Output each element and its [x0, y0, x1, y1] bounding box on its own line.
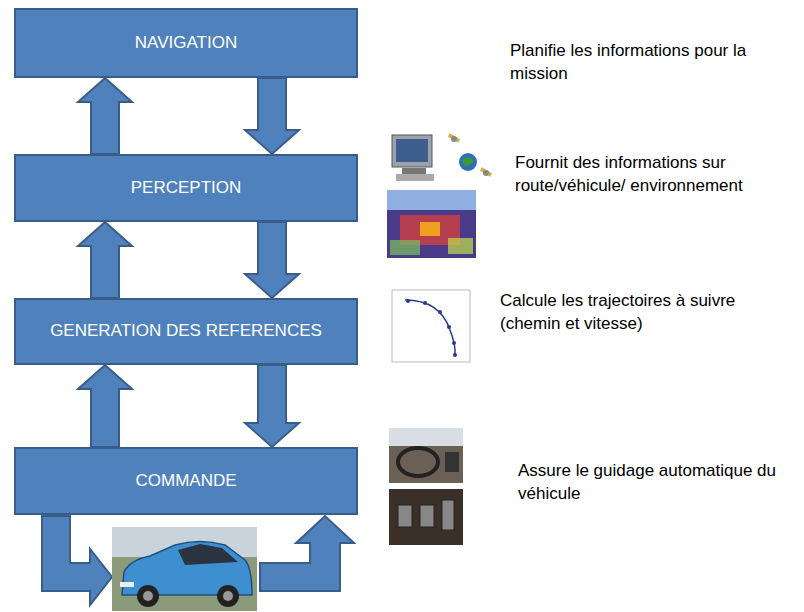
box-label: NAVIGATION: [127, 29, 245, 57]
process-box: NAVIGATION: [14, 8, 358, 78]
box-label: PERCEPTION: [123, 174, 250, 202]
vehicle-output-arrow: [260, 516, 354, 591]
block-arrow: [245, 222, 299, 298]
block-arrow: [245, 78, 299, 154]
block-arrow: [245, 365, 299, 447]
computer-satellite-icon: [392, 133, 492, 181]
trajectory-chart: [392, 290, 470, 362]
process-box: COMMANDE: [14, 447, 358, 515]
block-arrow: [78, 365, 132, 447]
description-text: Assure le guidage automatique du véhicul…: [518, 460, 800, 506]
process-box: GENERATION DES REFERENCES: [14, 298, 358, 365]
vehicle-photo: [112, 527, 257, 611]
box-label: COMMANDE: [127, 467, 244, 495]
process-box: PERCEPTION: [14, 154, 358, 222]
cockpit-photo: [389, 428, 463, 483]
description-text: Planifie les informations pour la missio…: [510, 40, 800, 86]
block-arrow: [78, 78, 132, 154]
description-text: Fournit des informations sur route/véhic…: [515, 152, 800, 198]
pedals-photo: [389, 489, 463, 545]
vehicle-input-arrow: [42, 516, 112, 605]
lidar-image: [387, 190, 476, 258]
description-text: Calcule les trajectoires à suivre (chemi…: [500, 290, 798, 336]
box-label: GENERATION DES REFERENCES: [42, 317, 330, 345]
block-arrow: [78, 222, 132, 298]
